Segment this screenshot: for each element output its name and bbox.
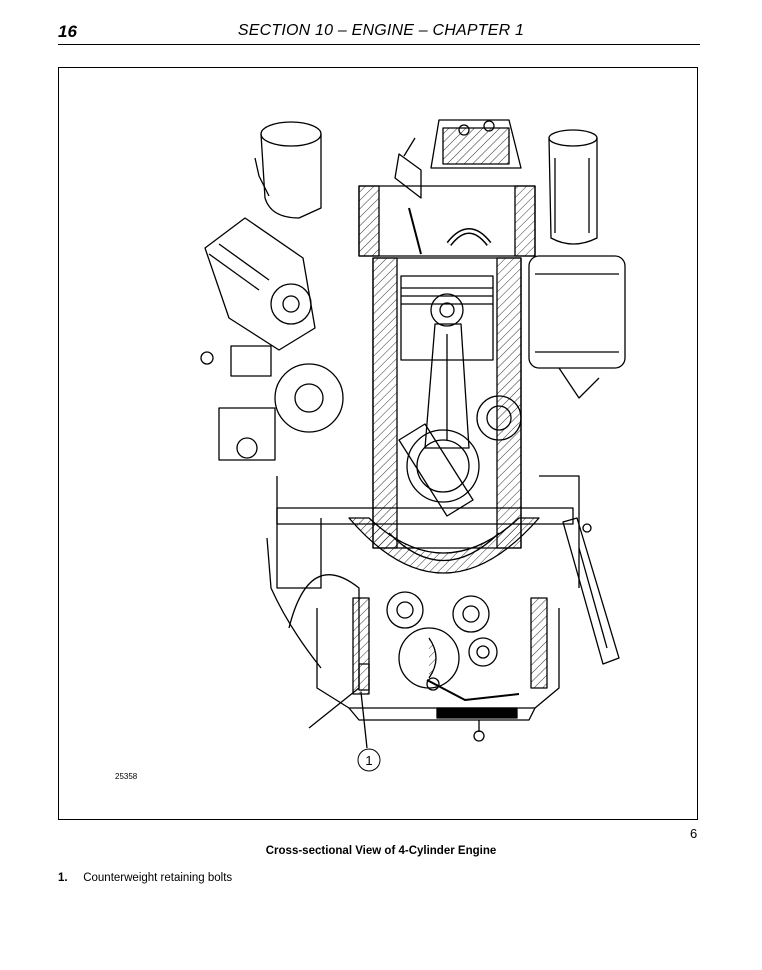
legend-item-text: Counterweight retaining bolts (83, 872, 233, 884)
legend-item: 1. Counterweight retaining bolts (58, 872, 232, 884)
figure-caption: Cross-sectional View of 4-Cylinder Engin… (265, 845, 497, 857)
figure-id-code: 25358 (115, 772, 138, 781)
callout-circle (357, 748, 381, 772)
figure-number: 6 (690, 826, 698, 841)
header-rule (58, 44, 700, 45)
legend-item-number: 1. (58, 872, 68, 884)
page-number: 16 (58, 22, 77, 41)
engine-cross-section-illustration: 1 (200, 119, 626, 772)
section-title: SECTION 10 – ENGINE – CHAPTER 1 (237, 22, 525, 39)
callout-number: 1 (365, 753, 372, 768)
figure-frame: 1 25358 (58, 67, 698, 820)
